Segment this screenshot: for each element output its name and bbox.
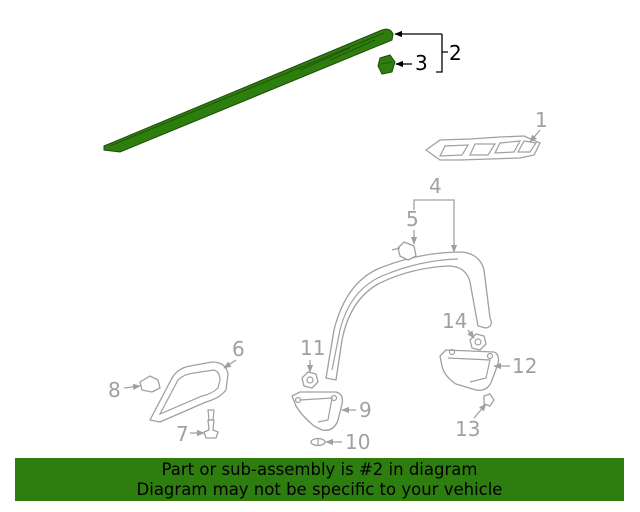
- screw-10-part[interactable]: [310, 437, 326, 447]
- emblem-part[interactable]: [425, 135, 541, 161]
- mud-flap-12-part[interactable]: [439, 348, 500, 391]
- leader-6: [223, 359, 237, 369]
- callout-13[interactable]: 13: [455, 417, 480, 441]
- rocker-molding-part[interactable]: [103, 28, 394, 153]
- parts-diagram: 2 3 1 4 5 6 8 7 11: [103, 28, 548, 454]
- mud-flap-9-part[interactable]: [291, 391, 344, 431]
- leader-13: [473, 403, 487, 419]
- leader-1: [529, 129, 541, 143]
- callout-2[interactable]: 2: [449, 41, 462, 65]
- banner-line-1: Part or sub-assembly is #2 in diagram: [161, 460, 478, 479]
- callout-6[interactable]: 6: [232, 337, 245, 361]
- callout-11[interactable]: 11: [300, 336, 325, 360]
- callout-8[interactable]: 8: [108, 378, 121, 402]
- screw-13-part[interactable]: [483, 393, 495, 407]
- fender-flare-part[interactable]: [325, 251, 492, 381]
- nut-11-part[interactable]: [301, 371, 319, 389]
- leader-4: [413, 199, 436, 210]
- leader-4b: [436, 199, 458, 253]
- callout-4[interactable]: 4: [429, 174, 442, 198]
- bracket-2: [436, 34, 448, 73]
- callout-7[interactable]: 7: [176, 422, 189, 446]
- flare-clip-part[interactable]: [391, 241, 417, 261]
- callout-12[interactable]: 12: [512, 354, 537, 378]
- callout-5[interactable]: 5: [406, 207, 419, 231]
- callout-3[interactable]: 3: [415, 51, 428, 75]
- callout-10[interactable]: 10: [345, 430, 370, 454]
- leader-8: [123, 383, 141, 390]
- callout-1[interactable]: 1: [535, 108, 548, 132]
- callout-9[interactable]: 9: [359, 398, 372, 422]
- leader-14: [467, 329, 475, 339]
- notice-banner: Part or sub-assembly is #2 in diagram Di…: [15, 458, 624, 501]
- clip-8-part[interactable]: [139, 375, 161, 393]
- splash-guard-left-part[interactable]: [149, 361, 229, 423]
- banner-line-2: Diagram may not be specific to your vehi…: [136, 480, 503, 499]
- molding-clip-part[interactable]: [377, 54, 396, 75]
- push-pin-7-part[interactable]: [203, 409, 219, 439]
- callout-14[interactable]: 14: [442, 309, 467, 333]
